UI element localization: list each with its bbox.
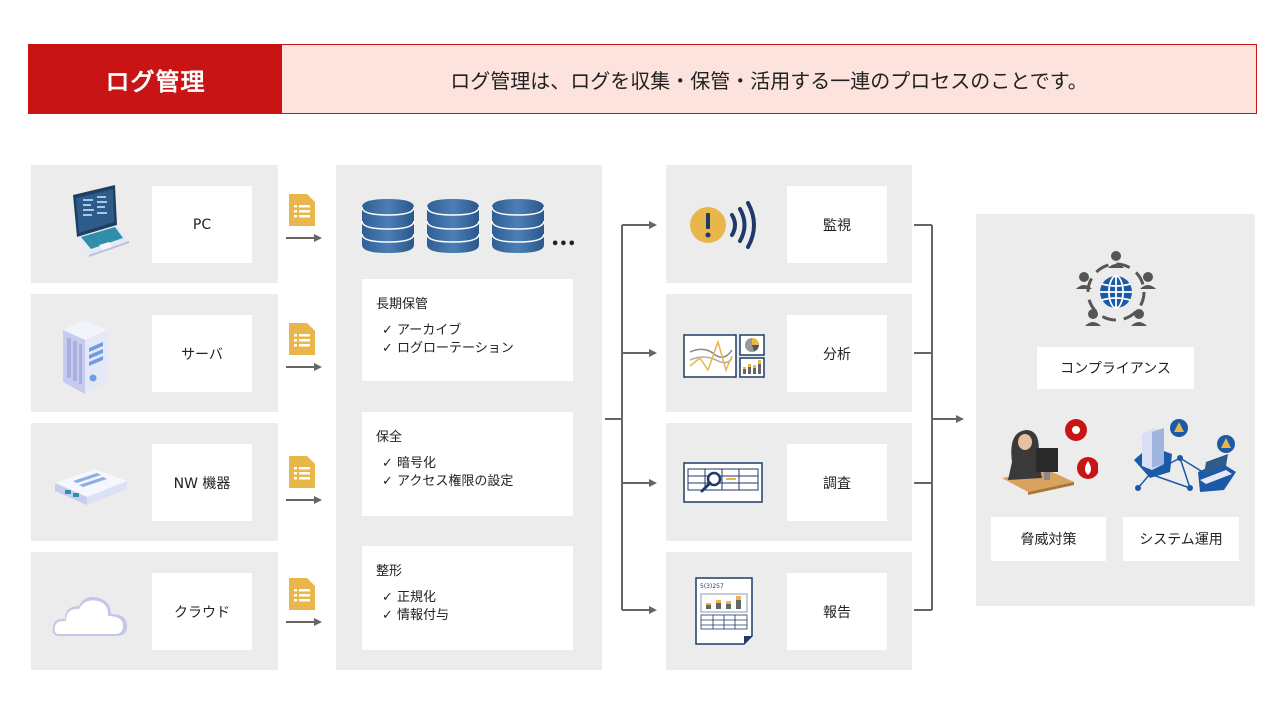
alert-signal-icon <box>680 185 770 265</box>
storage-box-title: 保全 <box>376 430 403 445</box>
database-icon <box>361 199 415 253</box>
use-reporting: 5(3)257 報告 <box>666 552 912 670</box>
header-description: ログ管理は、ログを収集・保管・活用する一連のプロセスのことです。 <box>282 45 1256 113</box>
storage-box-formatting: 整形 ✓ 正規化 ✓ 情報付与 <box>362 546 573 650</box>
use-investigation: 調査 <box>666 423 912 541</box>
storage-box-item: ✓ 正規化 <box>382 590 437 605</box>
threat-countermeasure-label: 脅威対策 <box>991 517 1106 561</box>
source-server: サーバ <box>31 294 278 412</box>
storage-box-protection: 保全 ✓ 暗号化 ✓ アクセス権限の設定 <box>362 412 573 516</box>
report-heading-text: 5(3)257 <box>700 583 724 590</box>
header-banner: ログ管理 ログ管理は、ログを収集・保管・活用する一連のプロセスのことです。 <box>28 44 1257 114</box>
use-analysis: 分析 <box>666 294 912 412</box>
header-title: ログ管理 <box>29 45 282 113</box>
use-label: 分析 <box>787 315 887 392</box>
storage-box-item: ✓ 情報付与 <box>382 608 450 623</box>
log-file-icon <box>289 578 315 610</box>
source-label: サーバ <box>152 315 252 392</box>
log-file-icon <box>289 456 315 488</box>
storage-box-title: 整形 <box>376 564 403 579</box>
more-ellipsis: ••• <box>551 237 576 252</box>
compliance-network-icon <box>1071 244 1161 334</box>
database-group <box>360 197 570 257</box>
source-cloud: クラウド <box>31 552 278 670</box>
network-device-icon <box>51 443 131 523</box>
database-icon <box>491 199 545 253</box>
database-icon <box>426 199 480 253</box>
source-pc: PC <box>31 165 278 283</box>
storage-box-item: ✓ アーカイブ <box>382 323 462 338</box>
log-file-icon <box>289 194 315 226</box>
use-label: 報告 <box>787 573 887 650</box>
analytics-charts-icon <box>680 314 770 394</box>
server-icon <box>51 314 131 394</box>
outcome-panel: コンプライアンス 脅 <box>976 214 1255 606</box>
storage-box-title: 長期保管 <box>376 297 429 312</box>
threat-hacker-icon <box>998 418 1098 498</box>
use-monitoring: 監視 <box>666 165 912 283</box>
compliance-label: コンプライアンス <box>1037 347 1194 389</box>
storage-box-item: ✓ アクセス権限の設定 <box>382 474 514 489</box>
storage-box-item: ✓ ログローテーション <box>382 341 514 356</box>
source-network-device: NW 機器 <box>31 423 278 541</box>
use-label: 監視 <box>787 186 887 263</box>
storage-box-long-term: 長期保管 ✓ アーカイブ ✓ ログローテーション <box>362 279 573 381</box>
log-file-icon <box>289 323 315 355</box>
source-label: NW 機器 <box>152 444 252 521</box>
system-operations-icon <box>1128 418 1238 498</box>
laptop-icon <box>51 185 131 265</box>
report-document-icon: 5(3)257 <box>680 572 770 652</box>
system-operations-label: システム運用 <box>1123 517 1239 561</box>
source-label: PC <box>152 186 252 263</box>
cloud-icon <box>51 572 131 652</box>
storage-panel: ••• 長期保管 ✓ アーカイブ ✓ ログローテーション 保全 ✓ 暗号化 ✓ … <box>336 165 602 670</box>
use-label: 調査 <box>787 444 887 521</box>
table-search-icon <box>680 443 770 523</box>
storage-box-item: ✓ 暗号化 <box>382 456 437 471</box>
source-label: クラウド <box>152 573 252 650</box>
